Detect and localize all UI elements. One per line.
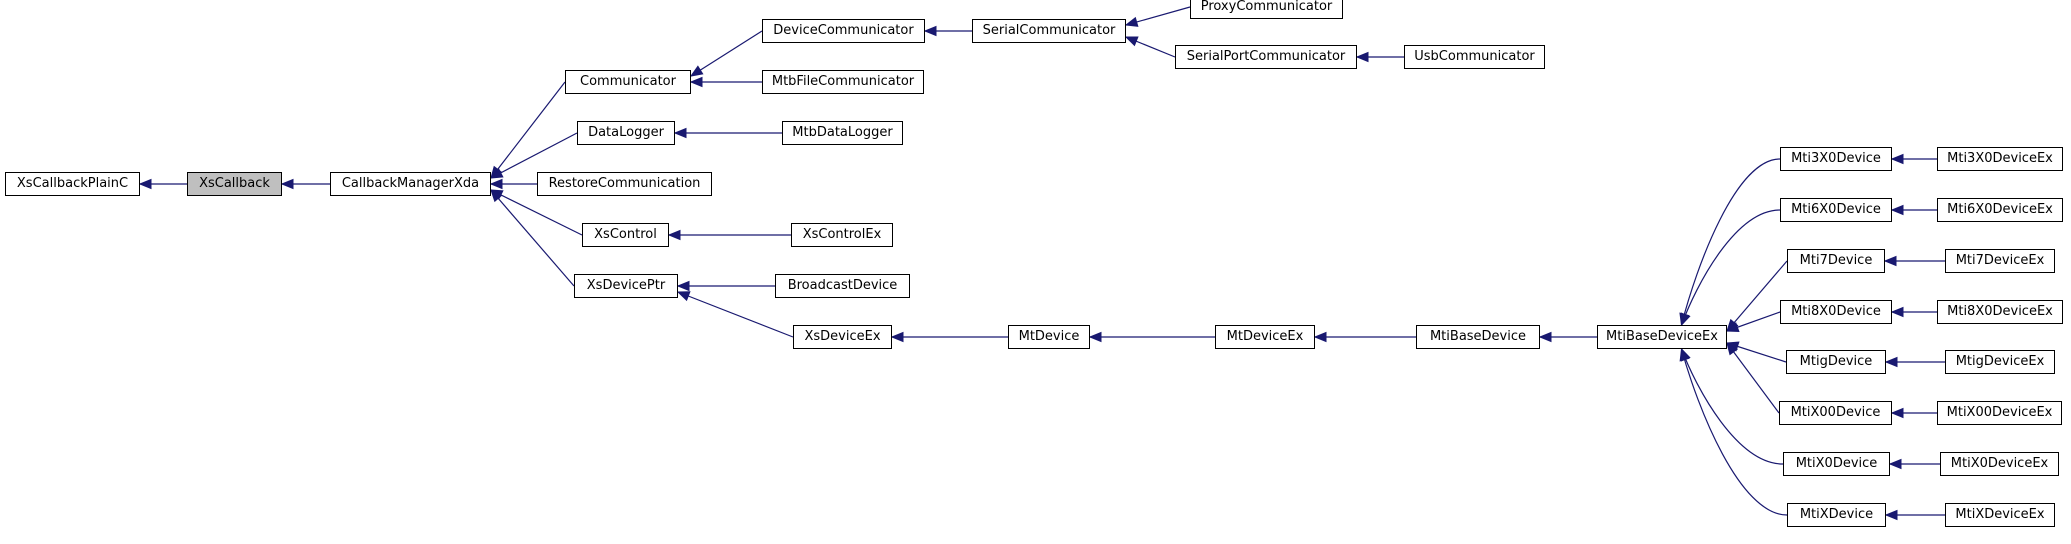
class-node-mtdevice[interactable]: MtDevice (1008, 325, 1090, 349)
inheritance-arrowhead-mxex-mx (1884, 509, 1898, 521)
inheritance-arrowhead-mx00-mtibaseex (1726, 341, 1739, 356)
class-node-mtigdevice[interactable]: MtigDevice (1786, 350, 1886, 374)
inheritance-edge-xsctrl-cbm (490, 189, 583, 236)
class-node-datalogger[interactable]: DataLogger (577, 121, 675, 145)
class-node-mtix00deviceex[interactable]: MtiX00DeviceEx (1937, 401, 2062, 425)
inheritance-arrowhead-mtibase-mtdevex (1313, 331, 1327, 343)
class-node-mti7device[interactable]: Mti7Device (1787, 249, 1885, 273)
inheritance-arrowhead-sercomm-devcomm (923, 25, 937, 37)
class-node-broadcastdevice[interactable]: BroadcastDevice (775, 274, 910, 298)
inheritance-edge-mx-mtibaseex (1680, 348, 1788, 516)
inheritance-arrowhead-spc-sercomm (1124, 36, 1139, 47)
class-node-serialcommunicator[interactable]: SerialCommunicator (972, 19, 1126, 43)
class-node-xsdeviceptr[interactable]: XsDevicePtr (574, 274, 678, 298)
class-node-mti3x0deviceex[interactable]: Mti3X0DeviceEx (1937, 147, 2063, 171)
inheritance-arrowhead-dlog-cbm (489, 168, 504, 179)
inheritance-arrowhead-mtbdl-dlog (673, 127, 687, 139)
class-node-mtigdeviceex[interactable]: MtigDeviceEx (1945, 350, 2055, 374)
class-node-mtibasedeviceex[interactable]: MtiBaseDeviceEx (1597, 325, 1727, 349)
class-node-xsdeviceex[interactable]: XsDeviceEx (793, 325, 892, 349)
class-node-mti7deviceex[interactable]: Mti7DeviceEx (1945, 249, 2055, 273)
inheritance-edge-m6x0-mtibaseex (1680, 209, 1781, 326)
class-node-mti6x0device[interactable]: Mti6X0Device (1780, 198, 1892, 222)
inheritance-edge-comm-cbm (490, 81, 566, 179)
class-node-proxycommunicator[interactable]: ProxyCommunicator (1190, 0, 1343, 19)
inheritance-arrowhead-m8x0ex-m8x0 (1890, 306, 1904, 318)
inheritance-arrowhead-mtdevex-mtdev (1088, 331, 1102, 343)
inheritance-arrowhead-bcast-xsdp (676, 280, 690, 292)
class-node-xscontrolex[interactable]: XsControlEx (791, 223, 893, 247)
inheritance-edge-xsdp-cbm (490, 189, 575, 287)
class-node-mtix00device[interactable]: MtiX00Device (1779, 401, 1892, 425)
class-node-devicecommunicator[interactable]: DeviceCommunicator (762, 19, 925, 43)
class-node-mti3x0device[interactable]: Mti3X0Device (1780, 147, 1892, 171)
class-node-mtdeviceex[interactable]: MtDeviceEx (1215, 325, 1315, 349)
inheritance-arrowhead-xsdevex-xsdp (676, 291, 691, 302)
inheritance-arrowhead-m8x0-mtibaseex (1725, 322, 1740, 333)
class-node-mtbfilecommunicator[interactable]: MtbFileCommunicator (762, 70, 924, 94)
inheritance-edge-m7-mtibaseex (1726, 260, 1788, 332)
class-node-callbackmanagerxda[interactable]: CallbackManagerXda (330, 172, 491, 196)
inheritance-arrowhead-xsctrlex-xsctrl (667, 229, 681, 241)
inheritance-arrowhead-restore-cbm (489, 178, 503, 190)
inheritance-arrowhead-usb-spc (1355, 51, 1369, 63)
inheritance-arrowhead-m6x0-mtibaseex (1680, 312, 1691, 327)
class-node-mtixdeviceex[interactable]: MtiXDeviceEx (1945, 503, 2055, 527)
inheritance-arrowhead-mtibaseex-mtibase (1538, 331, 1552, 343)
inheritance-edge-dlog-cbm (490, 132, 578, 179)
inheritance-arrowhead-xsdp-cbm (490, 189, 503, 203)
inheritance-arrowhead-mx-mtibaseex (1679, 347, 1690, 362)
inheritance-arrowhead-m6x0ex-m6x0 (1890, 204, 1904, 216)
class-node-xscallback[interactable]: XsCallback (187, 172, 282, 196)
inheritance-arrowhead-m7ex-m7 (1883, 255, 1897, 267)
class-node-mtix0deviceex[interactable]: MtiX0DeviceEx (1940, 452, 2059, 476)
class-node-mtbdatalogger[interactable]: MtbDataLogger (782, 121, 903, 145)
inheritance-edge-devcomm-comm (690, 30, 763, 77)
class-node-mtix0device[interactable]: MtiX0Device (1783, 452, 1890, 476)
class-node-xscallbackplainc[interactable]: XsCallbackPlainC (5, 172, 140, 196)
class-node-communicator[interactable]: Communicator (565, 70, 691, 94)
inheritance-arrowhead-mtbfc-comm (689, 76, 703, 88)
class-node-serialportcommunicator[interactable]: SerialPortCommunicator (1175, 45, 1357, 69)
inheritance-arrowhead-mtigex-mtig (1884, 356, 1898, 368)
inheritance-arrowhead-m3x0ex-m3x0 (1890, 153, 1904, 165)
inheritance-arrowhead-mx0ex-mx0 (1888, 458, 1902, 470)
class-node-mti6x0deviceex[interactable]: Mti6X0DeviceEx (1937, 198, 2063, 222)
inheritance-arrowhead-mx00ex-mx00 (1890, 407, 1904, 419)
class-node-xscontrol[interactable]: XsControl (582, 223, 669, 247)
inheritance-edge-mx00-mtibaseex (1726, 342, 1780, 414)
inheritance-edge-mx0-mtibaseex (1680, 348, 1784, 465)
class-node-mti8x0device[interactable]: Mti8X0Device (1780, 300, 1892, 324)
inheritance-arrowhead-proxy-sercomm (1124, 16, 1139, 27)
inheritance-arrowhead-devcomm-comm (689, 65, 704, 77)
inheritance-arrowhead-cbm-xscb (280, 178, 294, 190)
class-node-mti8x0deviceex[interactable]: Mti8X0DeviceEx (1937, 300, 2063, 324)
inheritance-edge-xsdevex-xsdp (677, 291, 794, 338)
class-node-mtibasedevice[interactable]: MtiBaseDevice (1416, 325, 1540, 349)
class-node-usbcommunicator[interactable]: UsbCommunicator (1404, 45, 1545, 69)
inheritance-edge-m3x0-mtibaseex (1680, 158, 1781, 326)
inheritance-arrowhead-xscb-plainc (138, 178, 152, 190)
class-node-restorecommunication[interactable]: RestoreCommunication (537, 172, 712, 196)
class-node-mtixdevice[interactable]: MtiXDevice (1787, 503, 1886, 527)
inheritance-arrowhead-mtdev-xsdevex (890, 331, 904, 343)
